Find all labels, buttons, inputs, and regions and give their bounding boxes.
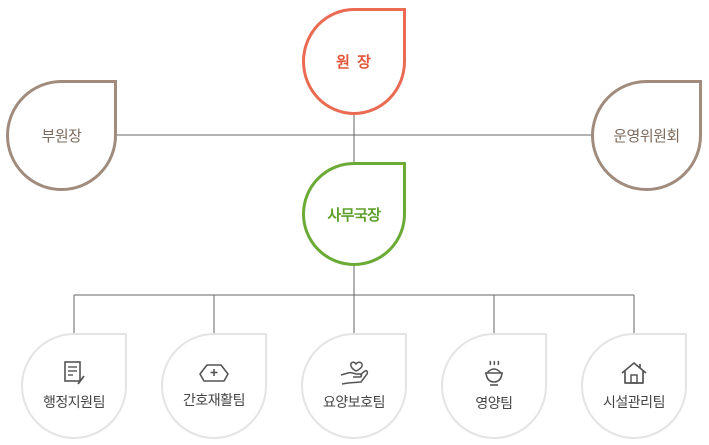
vice-director-label: 부원장 (41, 127, 82, 145)
committee-label: 운영위원회 (613, 127, 680, 145)
team-node-admin: 행정지원팀 (21, 333, 127, 439)
team-node-care: 요양보호팀 (301, 333, 407, 439)
secretary-general-label: 사무국장 (327, 205, 381, 224)
team-node-facility: 시설관리팀 (581, 333, 687, 439)
document-pen-icon (64, 361, 85, 385)
director-label: 원 장 (336, 53, 372, 71)
committee-node: 운영위원회 (591, 80, 702, 191)
team-label-nutrition: 영양팀 (475, 396, 513, 412)
team-node-nursing: 간호재활팀 (161, 333, 267, 439)
team-label-nursing: 간호재활팀 (183, 393, 245, 409)
team-node-nutrition: 영양팀 (441, 333, 547, 439)
team-label-care: 요양보호팀 (323, 395, 385, 411)
director-node: 원 장 (302, 8, 406, 115)
vice-director-node: 부원장 (6, 80, 117, 191)
team-label-facility: 시설관리팀 (603, 395, 665, 411)
hands-heart-icon (340, 361, 369, 385)
team-label-admin: 행정지원팀 (43, 395, 105, 411)
nurse-cap-icon (199, 364, 229, 382)
house-icon (621, 362, 647, 384)
secretary-general-node: 사무국장 (302, 162, 406, 266)
rice-bowl-icon (485, 360, 503, 386)
